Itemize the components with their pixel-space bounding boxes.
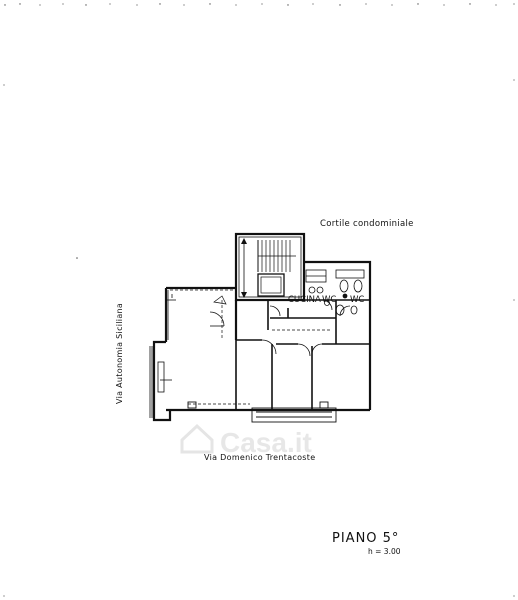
height-label: h = 3.00 <box>368 547 401 556</box>
labels: Cortile condominiale Via Autonomia Sicil… <box>115 219 414 556</box>
interior-walls <box>235 262 370 410</box>
outer-walls <box>152 260 372 422</box>
scan-specks <box>3 3 515 597</box>
fixtures <box>305 269 365 316</box>
courtyard-label: Cortile condominiale <box>320 219 414 229</box>
left-balcony <box>149 290 176 418</box>
wc2-label: WC <box>350 295 364 305</box>
watermark-text: Casa.it <box>220 427 312 458</box>
plan-linework <box>149 232 372 423</box>
kitchen-label: CUCINA <box>288 295 321 305</box>
street-left-label: Via Autonomia Siciliana <box>115 303 124 404</box>
dashed-lines <box>170 289 330 405</box>
watermark: Casa.it <box>180 423 312 458</box>
street-bottom-label: Via Domenico Trentacoste <box>204 453 315 462</box>
floor-label: PIANO 5° <box>332 531 399 546</box>
casa-house-icon <box>180 423 214 454</box>
bottom-balcony <box>187 401 337 423</box>
wc1-label: WC <box>322 295 336 305</box>
stair-core <box>234 232 306 302</box>
